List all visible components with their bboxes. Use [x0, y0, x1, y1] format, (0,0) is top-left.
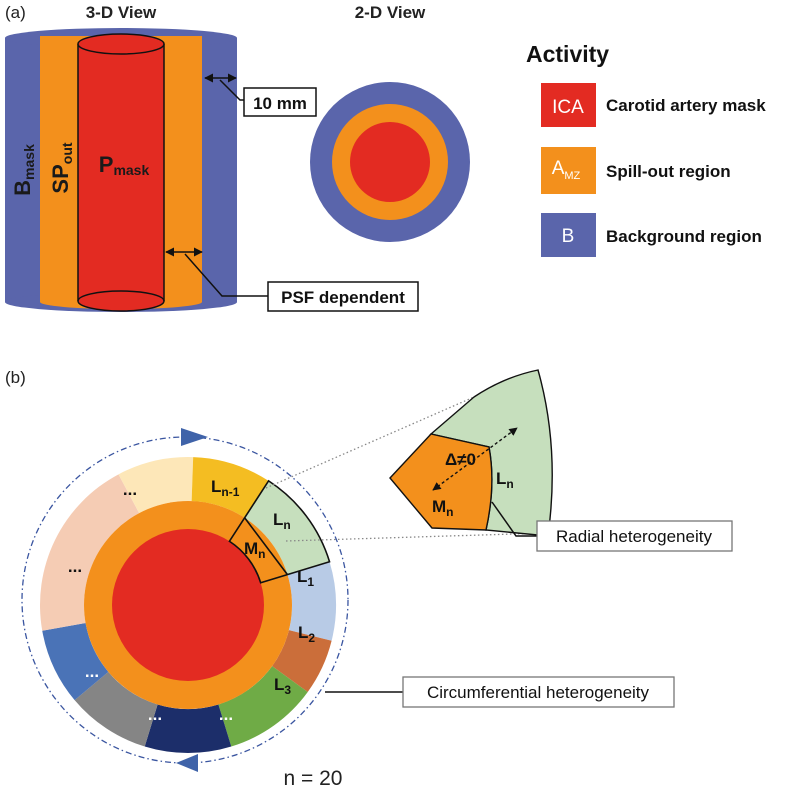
ring-segment-dark-navy	[144, 704, 232, 753]
segment-label-l1: L1	[297, 567, 314, 589]
legend-swatch-ica	[541, 83, 596, 127]
callout-10mm: 10 mm	[204, 73, 317, 117]
ring-segment-l1	[287, 561, 336, 641]
panel-b-label: (b)	[5, 368, 26, 387]
callout-radial: Radial heterogeneity	[491, 501, 733, 552]
callout-box-psf	[267, 281, 419, 312]
cylinder-3d	[5, 28, 237, 312]
callout-circumferential: Circumferential heterogeneity	[325, 676, 675, 708]
highlighted-sector-outline	[228, 479, 331, 584]
view-3d-title: 3-D View	[86, 3, 157, 22]
legend-title: Activity	[526, 41, 609, 67]
segment-ellipsis-bottom-left: ...	[85, 662, 99, 681]
circumferential-direction-circle	[21, 436, 349, 764]
activity-legend: Activity ICA Carotid artery mask AMZ Spi…	[526, 41, 766, 257]
segment-label-ln-1: Ln-1	[211, 477, 240, 499]
ring-segment-l3	[218, 666, 308, 747]
ring-segment-peach	[40, 474, 140, 631]
ring-segment-ln-1	[191, 457, 269, 518]
callout-box-10mm	[243, 87, 317, 117]
segment-label-ln: Ln	[273, 510, 291, 532]
carotid-mask-body	[78, 44, 164, 301]
segment-ellipsis-bottom: ...	[148, 705, 162, 724]
legend-swatch-text-b: B	[562, 226, 575, 247]
callout-box-radial	[536, 520, 733, 552]
delta-arrow	[432, 427, 518, 491]
carotid-mask-bottom	[77, 290, 165, 312]
ring-segment-gray	[74, 671, 158, 747]
inner-red-core	[112, 529, 264, 681]
callout-text-10mm: 10 mm	[253, 94, 307, 113]
legend-swatch-amz	[541, 147, 596, 194]
zoom-guide-line-bottom	[285, 532, 547, 542]
segment-label-mn: Mn	[244, 539, 266, 561]
legend-swatch-text-amz: AMZ	[552, 158, 581, 182]
segment-ellipsis-left: ...	[68, 557, 82, 576]
segment-ellipsis-top-left: ...	[123, 480, 137, 499]
leader-line-radial	[491, 501, 537, 537]
legend-label-b: Background region	[606, 227, 762, 246]
carotid-core-2d	[350, 122, 430, 202]
zoom-mn-label: Mn	[432, 497, 454, 519]
highlighted-sector-divider	[244, 517, 289, 576]
direction-arrow-bottom-icon	[176, 754, 198, 772]
zoomed-sector: Δ≠0 Ln Mn	[389, 369, 553, 537]
bmask-label: Bmask	[10, 144, 37, 196]
ring-segment-ln	[244, 480, 330, 575]
callout-box-circumferential	[402, 676, 675, 708]
zoom-ln-label: Ln	[496, 469, 514, 491]
legend-swatch-b	[541, 213, 596, 257]
legend-swatch-text-ica: ICA	[552, 97, 584, 118]
segment-label-l2: L2	[298, 623, 315, 645]
view-2d-title: 2-D View	[355, 3, 426, 22]
direction-arrow-top-icon	[181, 428, 208, 446]
leader-line-10mm	[219, 79, 244, 101]
panel-a-label: (a)	[5, 3, 26, 22]
callout-psf: PSF dependent	[165, 247, 419, 312]
segment-label-l3: L3	[274, 675, 291, 697]
view-2d-rings	[310, 82, 470, 242]
segment-count-label: n = 20	[284, 767, 343, 790]
callout-text-psf: PSF dependent	[281, 288, 405, 307]
callout-text-radial: Radial heterogeneity	[556, 527, 712, 546]
spout-label: SPout	[48, 142, 75, 193]
carotid-mask-top	[77, 33, 165, 55]
segment-ring	[40, 456, 336, 753]
segment-ellipsis-bottom-right: ...	[219, 705, 233, 724]
callout-text-circumferential: Circumferential heterogeneity	[427, 683, 650, 702]
zoom-delta-label: Δ≠0	[445, 450, 476, 469]
leader-line-psf	[184, 253, 268, 297]
legend-label-ica: Carotid artery mask	[606, 96, 766, 115]
legend-label-amz: Spill-out region	[606, 162, 731, 181]
ring-segment-cream	[118, 456, 194, 514]
ring-segment-blue	[42, 623, 109, 701]
ring-segment-l2	[272, 630, 332, 692]
pmask-label: Pmask	[99, 152, 150, 178]
zoom-guide-line-top	[265, 396, 475, 489]
